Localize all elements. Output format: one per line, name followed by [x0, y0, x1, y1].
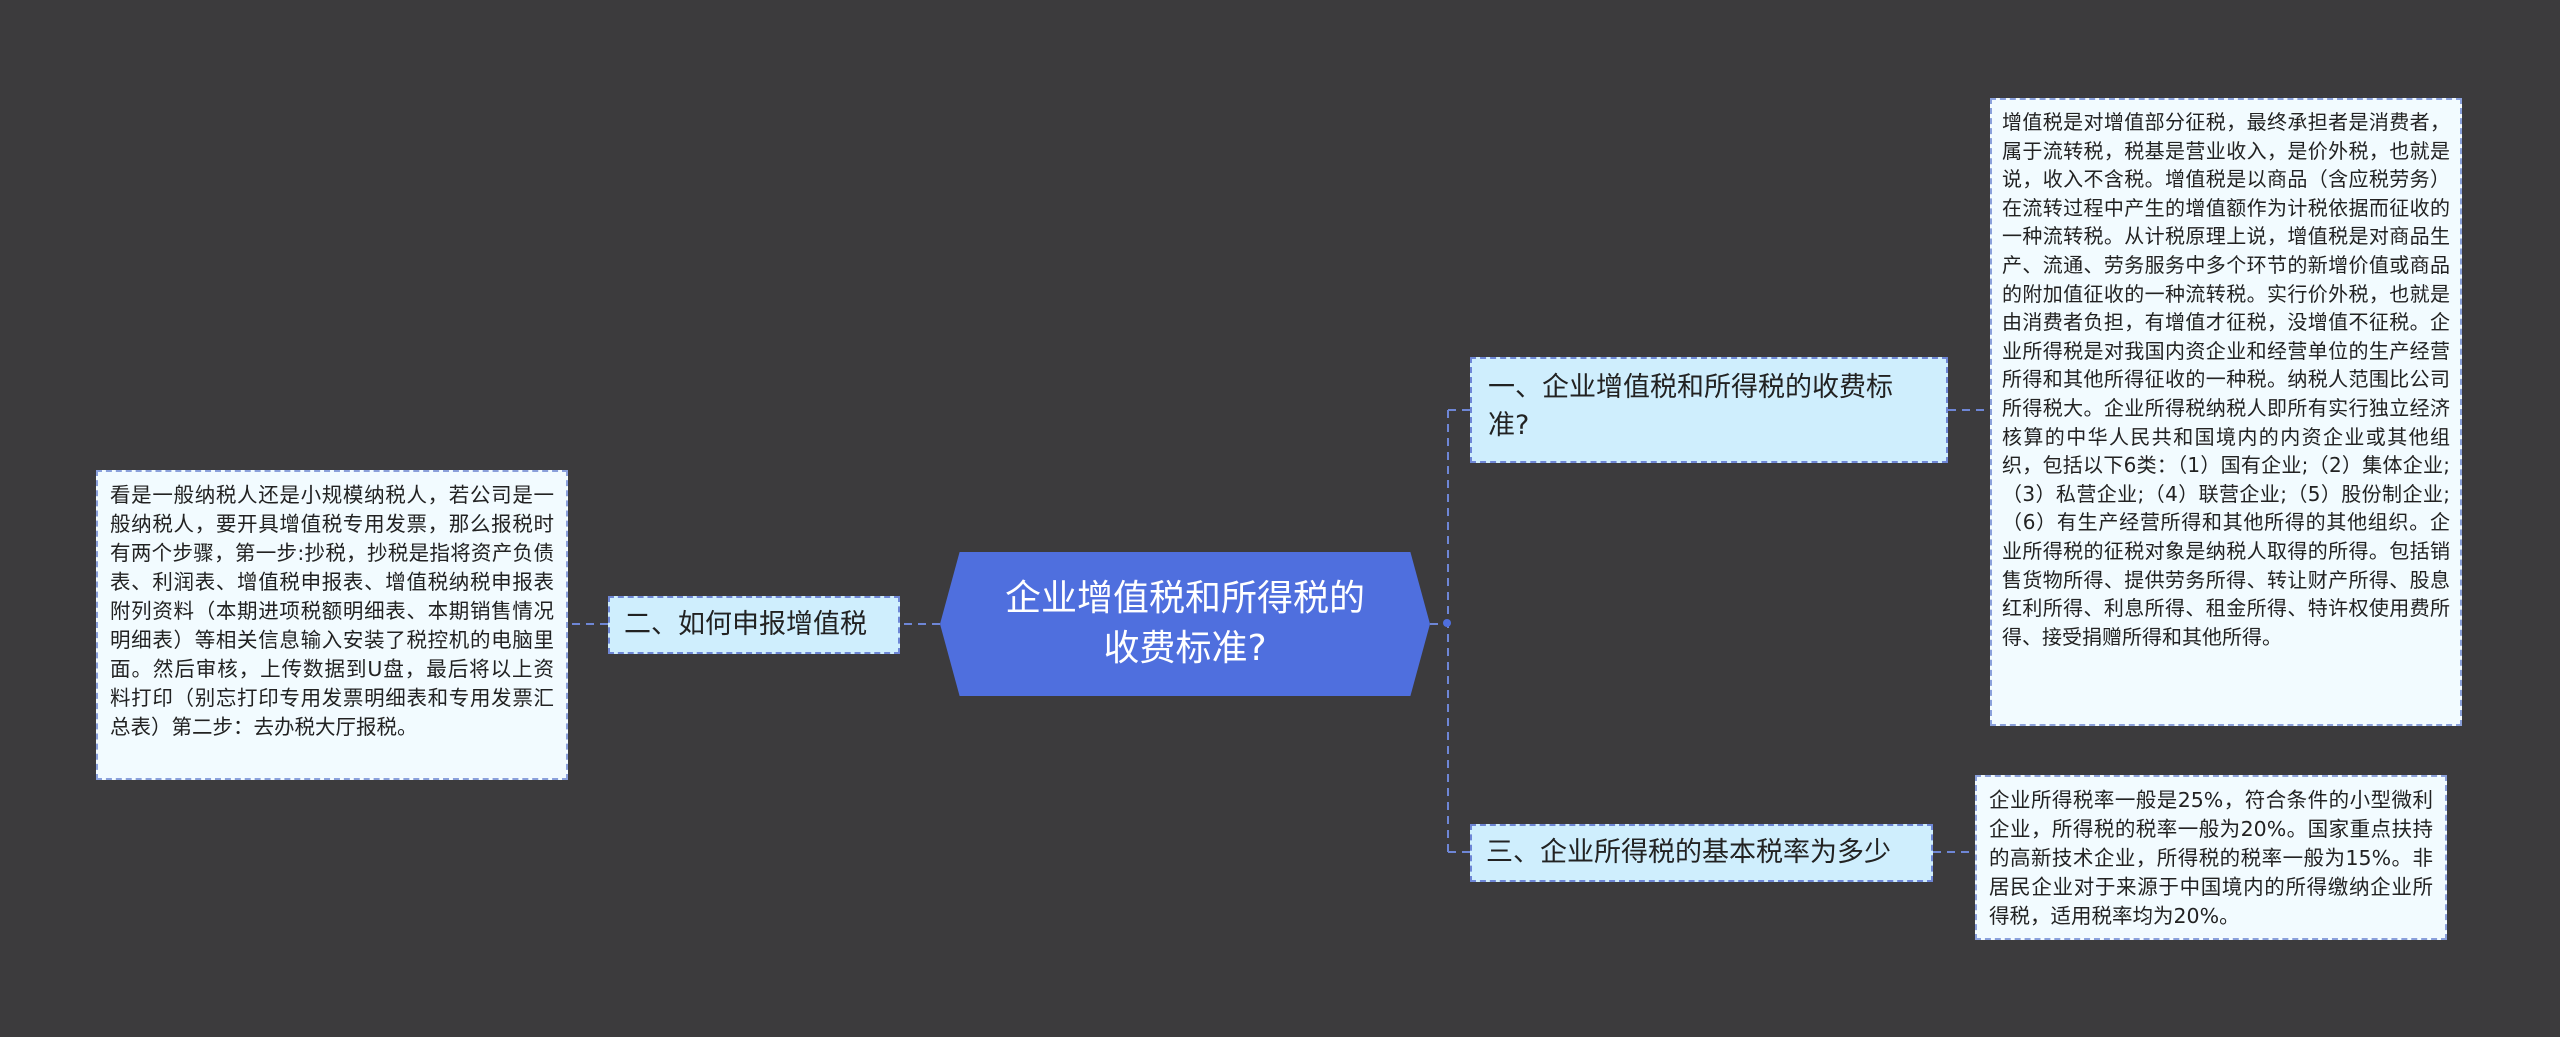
leaf-base-tax-rate-text: 企业所得税率一般是25%，符合条件的小型微利企业，所得税的税率一般为20%。国家…	[1989, 788, 2433, 928]
branch-how-to-declare[interactable]: 二、如何申报增值税	[608, 596, 900, 654]
leaf-fees-standard-detail[interactable]: 增值税是对增值部分征税，最终承担者是消费者，属于流转税，税基是营业收入，是价外税…	[1990, 98, 2462, 726]
central-topic-label: 企业增值税和所得税的收费标准?	[1004, 578, 1365, 669]
leaf-base-tax-rate-detail[interactable]: 企业所得税率一般是25%，符合条件的小型微利企业，所得税的税率一般为20%。国家…	[1975, 775, 2447, 940]
leaf-fees-standard-text: 增值税是对增值部分征税，最终承担者是消费者，属于流转税，税基是营业收入，是价外税…	[2002, 110, 2450, 649]
branch-fees-standard[interactable]: 一、企业增值税和所得税的收费标准?	[1470, 357, 1948, 463]
junction-dot	[1443, 619, 1451, 627]
branch-how-to-declare-label: 二、如何申报增值税	[624, 609, 867, 640]
central-topic[interactable]: 企业增值税和所得税的收费标准?	[940, 552, 1430, 696]
branch-fees-standard-label: 一、企业增值税和所得税的收费标准?	[1488, 372, 1893, 441]
branch-base-tax-rate[interactable]: 三、企业所得税的基本税率为多少	[1470, 824, 1933, 882]
branch-base-tax-rate-label: 三、企业所得税的基本税率为多少	[1486, 837, 1891, 868]
leaf-how-to-declare-detail[interactable]: 看是一般纳税人还是小规模纳税人，若公司是一般纳税人，要开具增值税专用发票，那么报…	[96, 470, 568, 780]
leaf-how-to-declare-text: 看是一般纳税人还是小规模纳税人，若公司是一般纳税人，要开具增值税专用发票，那么报…	[110, 483, 554, 739]
